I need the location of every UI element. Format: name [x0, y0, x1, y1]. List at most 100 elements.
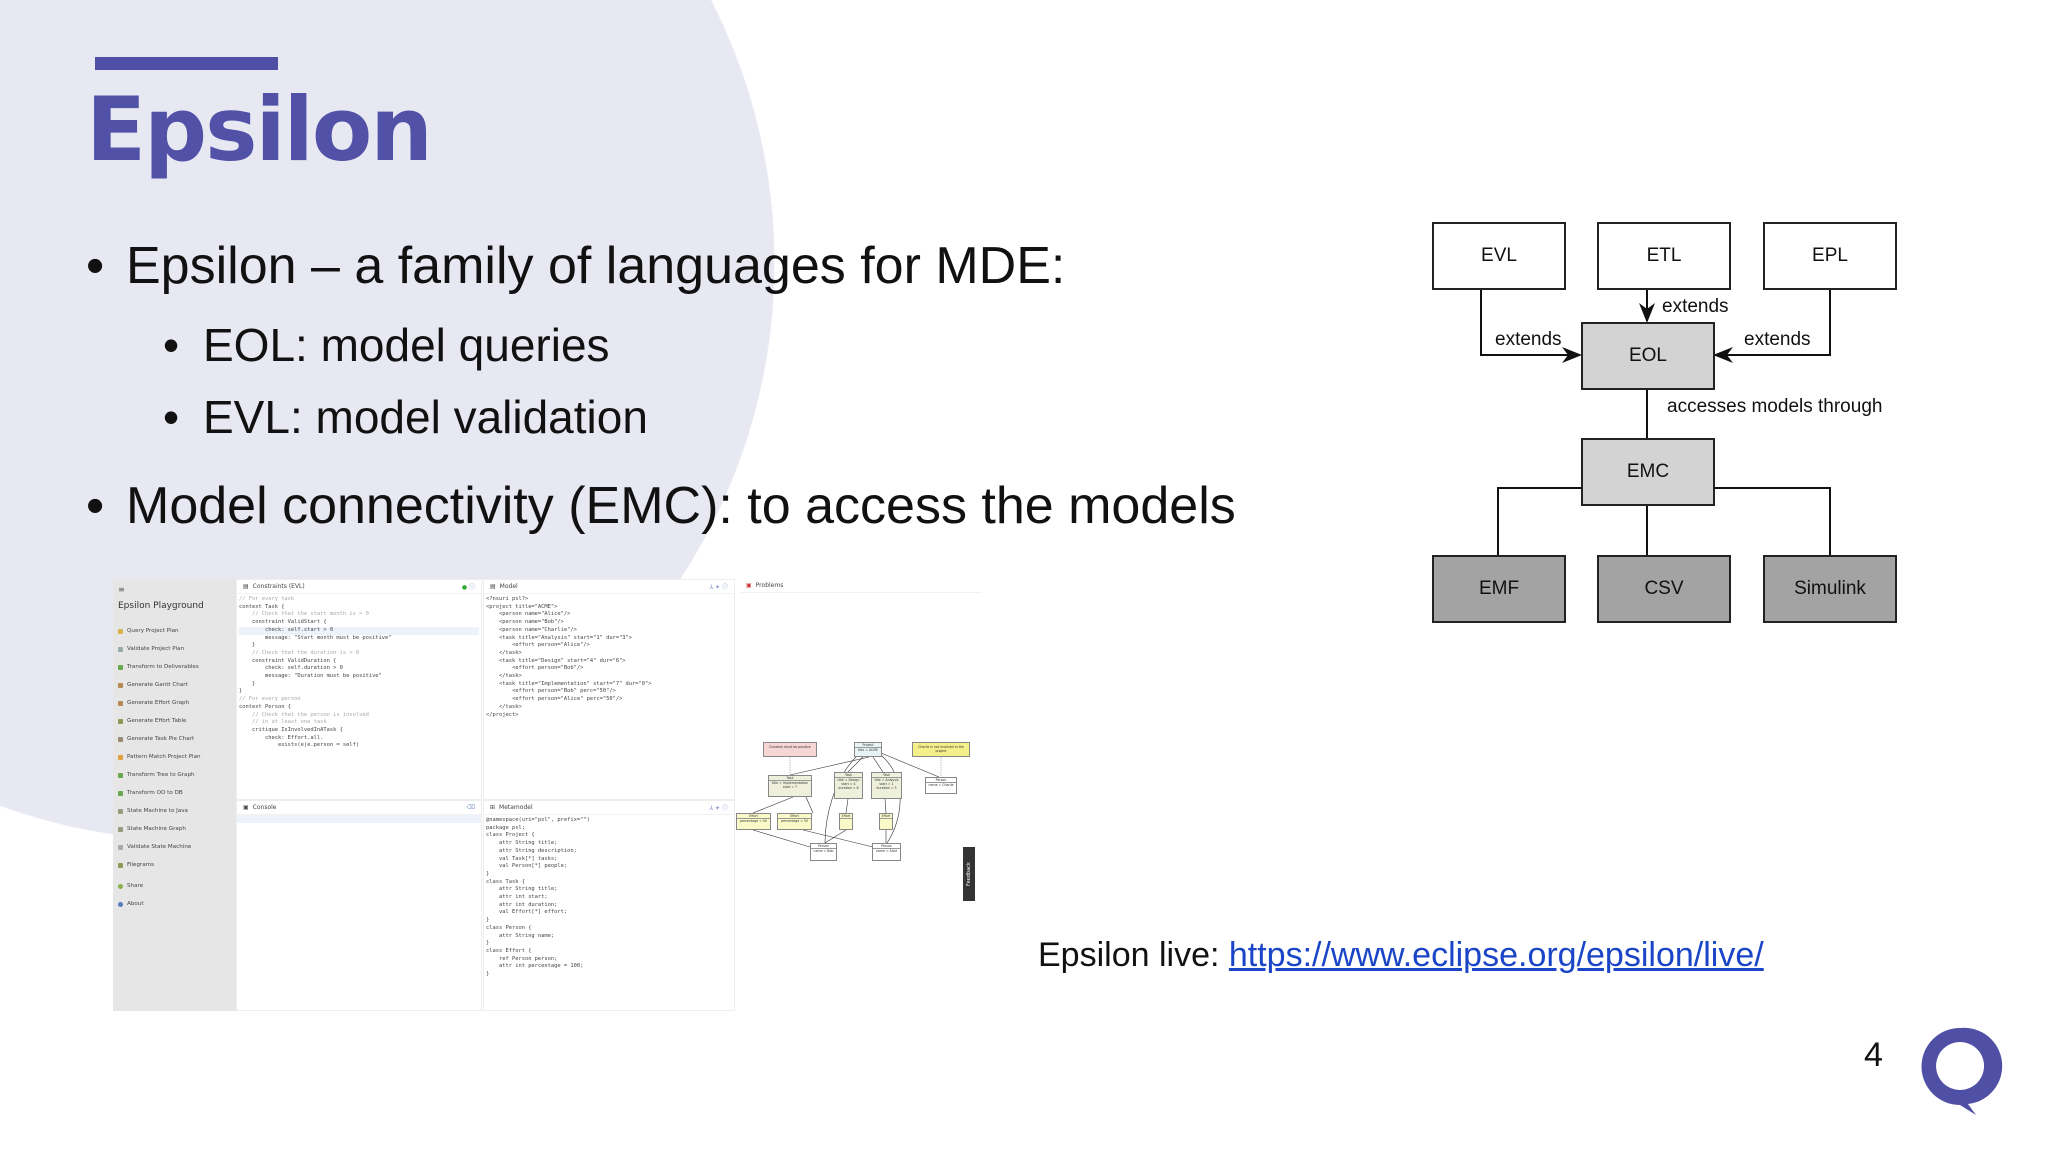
sidebar-item[interactable]: Validate State Machine — [118, 844, 191, 850]
node-attrs: title = ACME — [857, 748, 879, 752]
code-line: // in at least one task — [239, 719, 327, 726]
code-line: critique IsInvolvedInATask { — [239, 726, 343, 733]
node-header: Effort — [737, 814, 770, 819]
sidebar-item[interactable]: Generate Effort Table — [118, 718, 186, 724]
sidebar-item[interactable]: State Machine to Java — [118, 808, 188, 814]
sidebar-item[interactable]: Validate Project Plan — [118, 646, 184, 652]
panel-title: Model — [499, 583, 518, 590]
graph-edge — [789, 756, 870, 776]
example-icon — [118, 718, 123, 724]
code-line: attr int duration; — [486, 901, 558, 908]
sidebar-item[interactable]: Pattern Match Project Plan — [118, 754, 201, 760]
model-panel: ▤Model⅄ ✦ ⓘ <?nsuri psl?><project title=… — [483, 579, 735, 800]
code-line: message: "Duration must be positive" — [239, 673, 382, 680]
code-line: <person name="Alice"/> — [486, 611, 571, 618]
sidebar-item[interactable]: Transform OO to DB — [118, 790, 183, 796]
bullet-dot: • — [86, 477, 105, 535]
graph-node-critique-note[interactable]: Charlie is not involved in the project — [912, 742, 970, 757]
node-header: Project — [855, 743, 881, 748]
code-line: ref Person person; — [486, 955, 558, 962]
sidebar-item-label: Transform Tree to Graph — [127, 772, 195, 778]
node-attrs: name = Bob — [813, 849, 834, 853]
code-line: message: "Start month must be positive" — [239, 634, 392, 641]
metamodel-tools-icon[interactable]: ⅄ ✦ ⓘ — [709, 805, 728, 812]
label-accesses: accesses models through — [1667, 396, 1883, 417]
code-line: } — [486, 870, 490, 877]
sidebar-item[interactable]: Transform Tree to Graph — [118, 772, 195, 778]
node-attrs: title = Design start = 4 duration = 6 — [837, 778, 860, 790]
sidebar-item[interactable]: Generate Task Pie Chart — [118, 736, 194, 742]
bullet-dot: • — [163, 391, 180, 443]
code-line: } — [486, 940, 490, 947]
live-link-line: Epsilon live: https://www.eclipse.org/ep… — [1038, 936, 1764, 975]
sidebar-item[interactable]: Generate Gantt Chart — [118, 682, 188, 688]
page-number: 4 — [1864, 1036, 1883, 1074]
code-line: <person name="Bob"/> — [486, 619, 564, 626]
graph-node-effort4[interactable]: Effort — [879, 813, 893, 830]
logo-ring-icon — [1921, 1027, 2003, 1115]
node-attrs: title = Analysis start = 1 duration = 3 — [874, 778, 899, 790]
node-header: Person — [811, 844, 836, 849]
code-line: <task title="Design" start="4" dur="6"> — [486, 657, 626, 664]
code-line: class Effort { — [486, 947, 532, 954]
panel-title: Console — [252, 804, 277, 811]
graph-node-constraint-note[interactable]: Duration must be positive — [763, 742, 817, 757]
metamodel-editor[interactable]: @namespace(uri="psl", prefix="")package … — [484, 815, 734, 981]
code-line: // Check that the start month is > 0 — [239, 611, 369, 618]
sidebar-item[interactable]: Generate Effort Graph — [118, 700, 189, 706]
code-line: attr int start; — [486, 894, 548, 901]
label-extends-left: extends — [1495, 329, 1562, 350]
code-line: constraint ValidDuration { — [239, 657, 337, 664]
diagram-connectors — [1480, 289, 1831, 555]
graph-edge — [872, 756, 884, 773]
run-icon[interactable]: ● ⓘ — [461, 584, 475, 591]
sidebar-item[interactable]: Transform to Deliverables — [118, 664, 199, 670]
sidebar-item[interactable]: Query Project Plan — [118, 628, 179, 634]
graph-node-effort3[interactable]: Effort — [839, 813, 853, 830]
feedback-tab[interactable]: Feedback — [963, 847, 975, 901]
model-editor[interactable]: <?nsuri psl?><project title="ACME"> <per… — [484, 594, 734, 721]
node-header: Effort — [880, 814, 892, 819]
code-line: exists(e|e.person = self) — [239, 742, 360, 749]
code-line: </project> — [486, 711, 519, 718]
sidebar-item[interactable]: State Machine Graph — [118, 826, 186, 832]
code-line: } — [239, 642, 256, 649]
clear-icon[interactable]: ⌫ — [466, 804, 475, 811]
hamburger-icon[interactable]: ≡ — [118, 585, 125, 594]
model-tools-icon[interactable]: ⅄ ✦ ⓘ — [709, 584, 728, 591]
node-header: Task — [835, 773, 862, 778]
sidebar-item-label: State Machine to Java — [127, 808, 188, 814]
example-icon — [118, 826, 123, 832]
graph-edge — [845, 798, 849, 814]
live-url-link[interactable]: https://www.eclipse.org/epsilon/live/ — [1228, 936, 1764, 974]
bullet-text: EVL: model validation — [203, 391, 648, 443]
node-header: Effort — [840, 814, 852, 819]
console-output[interactable] — [237, 815, 481, 823]
code-line: } — [239, 688, 243, 695]
code-line: check: Effort.all. — [239, 734, 324, 741]
box-emf: EMF — [1432, 555, 1566, 623]
graph-edge — [824, 829, 847, 844]
live-label: Epsilon live: — [1038, 936, 1220, 974]
code-line: <?nsuri psl?> — [486, 596, 529, 602]
sidebar-item[interactable]: Filegrams — [118, 862, 154, 868]
sidebar-item-about[interactable]: About — [118, 901, 144, 907]
title-accent-bar — [95, 57, 278, 70]
sidebar-item-label: Filegrams — [127, 862, 155, 868]
sidebar-item-share[interactable]: Share — [118, 883, 143, 889]
feedback-label: Feedback — [966, 862, 972, 886]
code-line: class Task { — [486, 878, 525, 885]
code-line: package psl; — [486, 824, 525, 831]
example-icon — [118, 700, 123, 706]
